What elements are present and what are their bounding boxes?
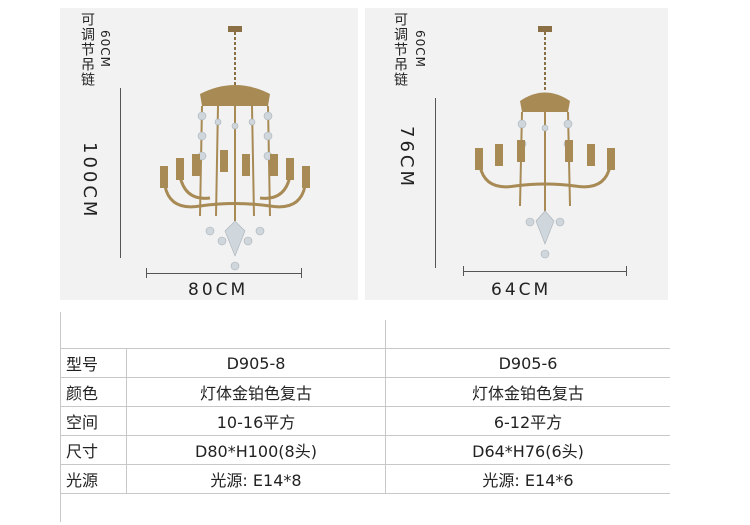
cell-d905-6: 光源: E14*6: [385, 464, 670, 494]
height-dimension: 76CM: [396, 126, 417, 190]
cell-d905-8: 灯体金铂色复古: [126, 377, 386, 407]
cell-d905-6: D905-6: [385, 348, 670, 378]
table-header-spacer: [60, 320, 670, 349]
table-row: 型号 D905-8 D905-6: [60, 348, 670, 378]
row-label: 型号: [60, 348, 127, 378]
width-dimension: 64CM: [491, 280, 552, 300]
width-measure-line: [463, 271, 626, 272]
cell-d905-8: D905-8: [126, 348, 386, 378]
chain-length: 60CM: [413, 30, 427, 69]
chandelier-6-arm-image: [475, 26, 615, 259]
row-label: 光源: [60, 464, 127, 494]
cell-d905-6: D64*H76(6头): [385, 435, 670, 465]
table-row: 光源 光源: E14*8 光源: E14*6: [60, 464, 670, 494]
product-photo-d905-6: 可调节吊链 60CM 76CM 64CM: [365, 8, 668, 300]
row-label: 颜色: [60, 377, 127, 407]
width-dimension: 80CM: [188, 280, 249, 300]
row-label: 空间: [60, 406, 127, 436]
tick: [626, 266, 627, 276]
cell-d905-8: 10-16平方: [126, 406, 386, 436]
height-measure-line: [120, 88, 121, 258]
spec-table: 型号 D905-8 D905-6 颜色 灯体金铂色复古 灯体金铂色复古 空间 1…: [60, 320, 670, 494]
height-dimension: 100CM: [79, 142, 100, 220]
tick: [146, 268, 147, 278]
table-row: 颜色 灯体金铂色复古 灯体金铂色复古: [60, 377, 670, 407]
chandelier-8-arm-image: [160, 26, 310, 271]
cell-d905-6: 6-12平方: [385, 406, 670, 436]
row-label: 尺寸: [60, 435, 127, 465]
chain-label: 可调节吊链: [79, 12, 95, 87]
product-photo-d905-8: 可调节吊链 60CM 100CM 80CM: [60, 8, 358, 300]
tick: [301, 268, 302, 278]
table-row: 尺寸 D80*H100(8头) D64*H76(6头): [60, 435, 670, 465]
width-measure-line: [146, 273, 302, 274]
height-measure-line: [435, 98, 436, 268]
cell-d905-8: D80*H100(8头): [126, 435, 386, 465]
chain-label: 可调节吊链: [392, 12, 408, 87]
chain-length: 60CM: [98, 30, 112, 69]
table-row: 空间 10-16平方 6-12平方: [60, 406, 670, 436]
cell-d905-6: 灯体金铂色复古: [385, 377, 670, 407]
cell-d905-8: 光源: E14*8: [126, 464, 386, 494]
tick: [463, 266, 464, 276]
